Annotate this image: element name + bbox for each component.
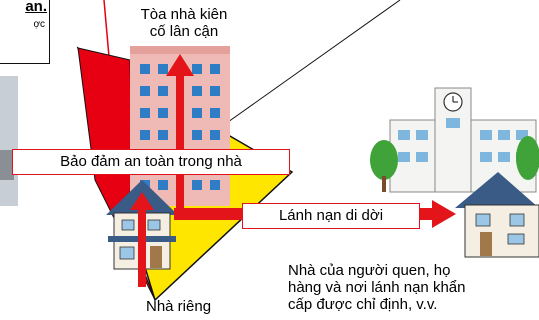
nearby-building-label-line-2: cố lân cận: [149, 23, 219, 40]
up-arrow-house: [130, 192, 154, 287]
up-arrow-building: [166, 54, 194, 210]
relatives-shelters-line-1: Nhà của người quen, họ: [288, 262, 451, 279]
private-home-label: Nhà riêng: [146, 298, 212, 315]
relatives-shelters-line-3: cấp được chỉ định, v.v.: [288, 296, 438, 313]
shelter-in-place-label: Bảo đảm an toàn trong nhà: [12, 149, 290, 175]
relatives-shelters-line-2: hàng và nơi lánh nạn khẩn: [288, 279, 466, 296]
nearby-building-label-line-1: Tòa nhà kiên: [140, 6, 228, 23]
relatives-shelters-label: Nhà của người quen, họ hàng và nơi lánh …: [288, 262, 538, 313]
note-line: ợc: [33, 19, 45, 30]
note-title: an.: [25, 0, 47, 15]
left-photo-partial: [0, 76, 18, 206]
note-box: an. ợc: [0, 0, 50, 64]
leader-line-right: [227, 0, 401, 123]
school-building-icon: [389, 87, 537, 193]
tree-right-icon: [516, 136, 539, 180]
relative-house-icon: [455, 172, 539, 258]
evacuate-label: Lánh nạn di dời: [242, 203, 420, 229]
nearby-building-label: Tòa nhà kiên cố lân cận: [128, 6, 240, 40]
tree-left-icon: [370, 140, 398, 192]
